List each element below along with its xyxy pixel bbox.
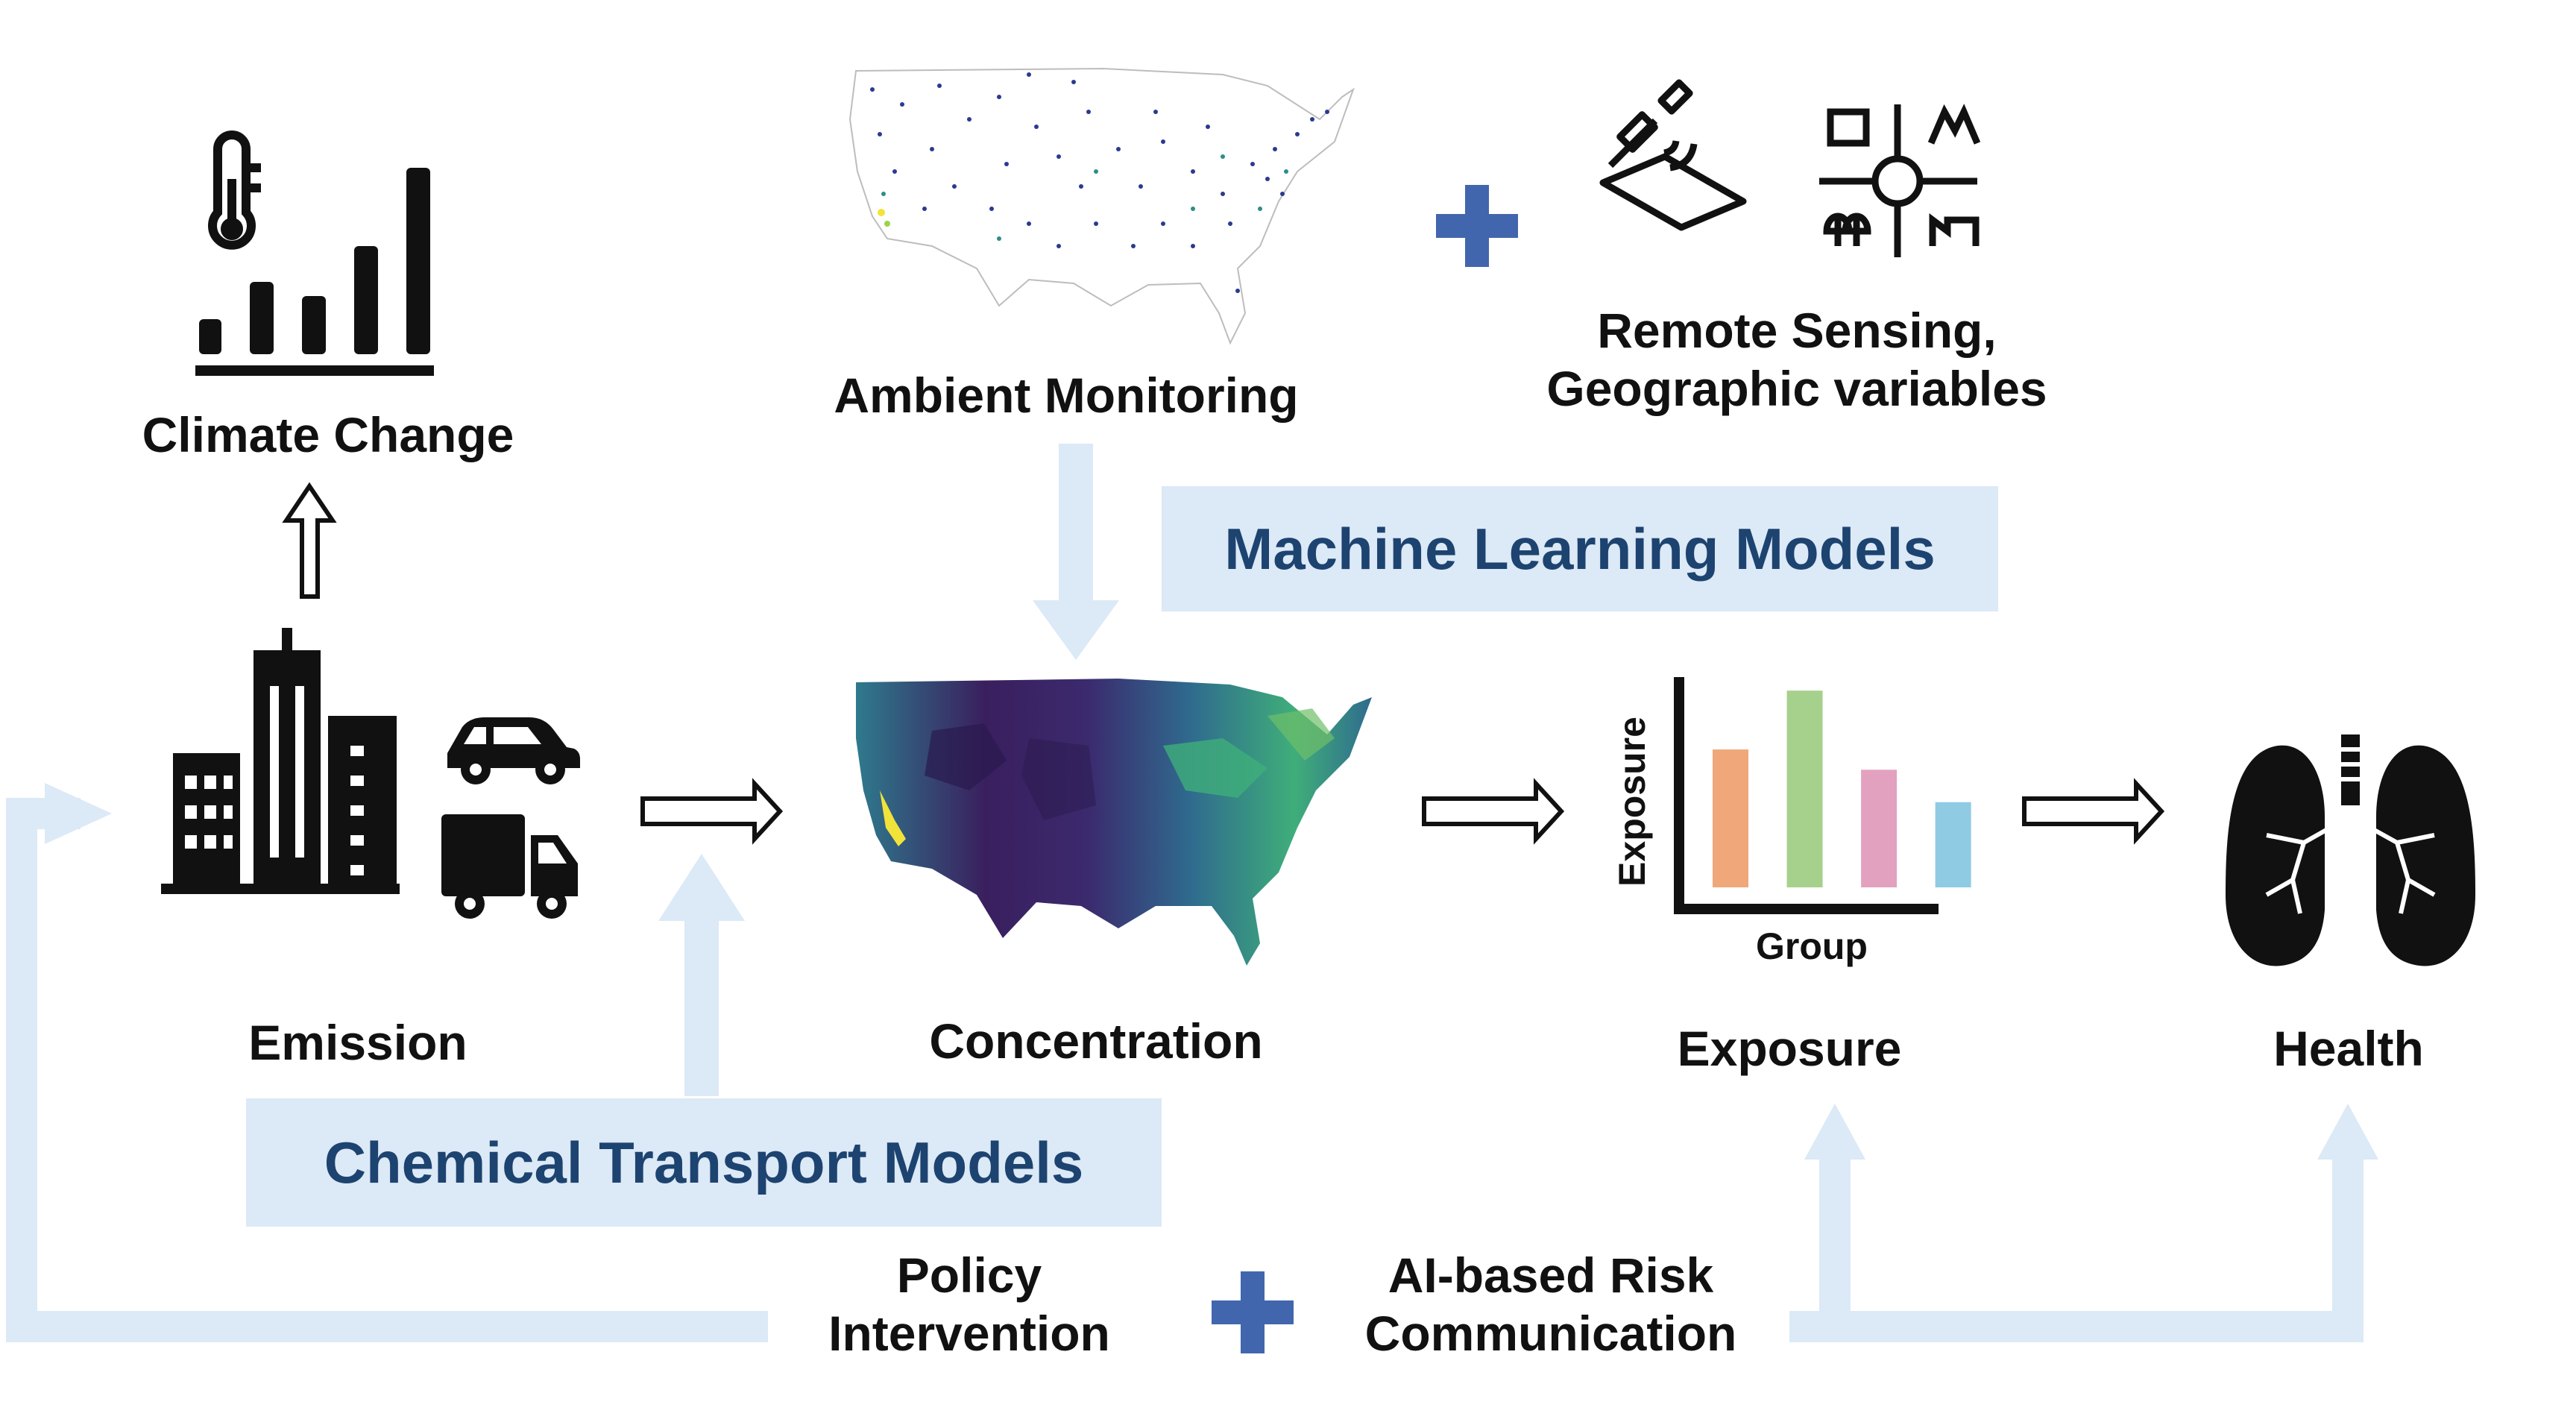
exposure-bar-2 (1786, 691, 1823, 887)
machine-learning-models-label: Machine Learning Models (1224, 515, 1936, 582)
policy-intervention-label: Policy Intervention (775, 1247, 1163, 1363)
ai-risk-communication-label: AI-based Risk Communication (1320, 1247, 1782, 1363)
ambient-monitoring-label: Ambient Monitoring (834, 368, 1299, 423)
building-icon (161, 628, 400, 894)
exposure-bar-1 (1713, 749, 1748, 887)
ai-line1: AI-based Risk (1388, 1248, 1714, 1303)
remote-sensing-label: Remote Sensing, Geographic variables (1454, 302, 2140, 418)
ambient-monitoring-map (848, 67, 1355, 345)
arrow-emission-to-concentration (640, 778, 784, 845)
exposure-bar-4 (1935, 802, 1971, 887)
map-roundabout-icon (1819, 104, 1981, 257)
health-label: Health (2273, 1021, 2424, 1076)
ai-feedback-arrow (1789, 1104, 2378, 1342)
arrow-concentration-to-exposure (1422, 778, 1565, 845)
emission-label: Emission (248, 1015, 467, 1070)
chemical-transport-models-label: Chemical Transport Models (324, 1129, 1084, 1195)
truck-icon (441, 814, 578, 919)
concentration-label: Concentration (929, 1013, 1263, 1069)
policy-line2: Intervention (828, 1305, 1110, 1361)
satellite-icon (1599, 79, 1747, 231)
remote-sensing-line1: Remote Sensing, (1597, 303, 1997, 358)
thermometer-icon (208, 130, 261, 250)
chemical-transport-models-box: Chemical Transport Models (246, 1098, 1162, 1227)
policy-line1: Policy (896, 1248, 1042, 1303)
car-icon (447, 717, 580, 784)
exposure-chart-xlabel: Group (1756, 925, 1868, 967)
exposure-bar-3 (1861, 770, 1898, 887)
machine-learning-models-box: Machine Learning Models (1162, 486, 1998, 611)
ambient-to-concentration-arrow (1033, 444, 1119, 660)
exposure-chart-axes (1674, 677, 1939, 914)
concentration-map (856, 679, 1372, 966)
climate-change-label: Climate Change (142, 407, 514, 462)
ai-line2: Communication (1364, 1305, 1737, 1361)
policy-feedback-arrow (6, 783, 768, 1342)
exposure-label: Exposure (1677, 1021, 1902, 1076)
remote-sensing-line2: Geographic variables (1546, 360, 2047, 416)
ctm-up-arrow (658, 854, 745, 1096)
plus-icon (1212, 1271, 1294, 1353)
exposure-bars (1713, 691, 1971, 887)
arrow-exposure-to-health (2022, 778, 2165, 845)
up-arrow-climate (282, 482, 337, 599)
lungs-icon (2226, 734, 2475, 966)
bar-chart-icon (195, 168, 434, 376)
exposure-chart-ylabel: Exposure (1611, 717, 1653, 887)
plus-icon (1436, 185, 1518, 267)
